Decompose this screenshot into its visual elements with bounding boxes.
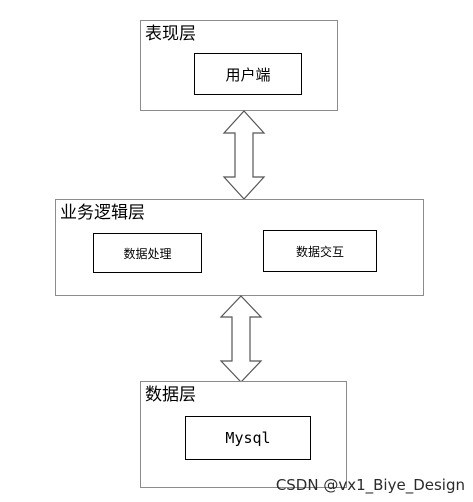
data-processing-box: 数据处理 xyxy=(93,233,202,273)
presentation-layer-title: 表现层 xyxy=(145,24,196,44)
data-interaction-label: 数据交互 xyxy=(295,244,344,259)
client-box: 用户端 xyxy=(194,53,302,95)
double-arrow-bottom xyxy=(219,295,263,383)
data-layer: 数据层 Mysql xyxy=(140,381,347,488)
data-interaction-box: 数据交互 xyxy=(263,230,377,272)
business-logic-layer: 业务逻辑层 数据处理 数据交互 xyxy=(55,199,424,296)
business-logic-layer-title: 业务逻辑层 xyxy=(60,203,145,223)
presentation-layer: 表现层 用户端 xyxy=(140,20,338,111)
double-arrow-top xyxy=(222,110,266,200)
watermark: CSDN @vx1_Biye_Design xyxy=(275,476,465,494)
mysql-box-label: Mysql xyxy=(225,429,271,447)
client-box-label: 用户端 xyxy=(225,65,271,84)
data-layer-title: 数据层 xyxy=(145,385,196,405)
mysql-box: Mysql xyxy=(185,416,311,460)
data-processing-label: 数据处理 xyxy=(123,246,172,261)
